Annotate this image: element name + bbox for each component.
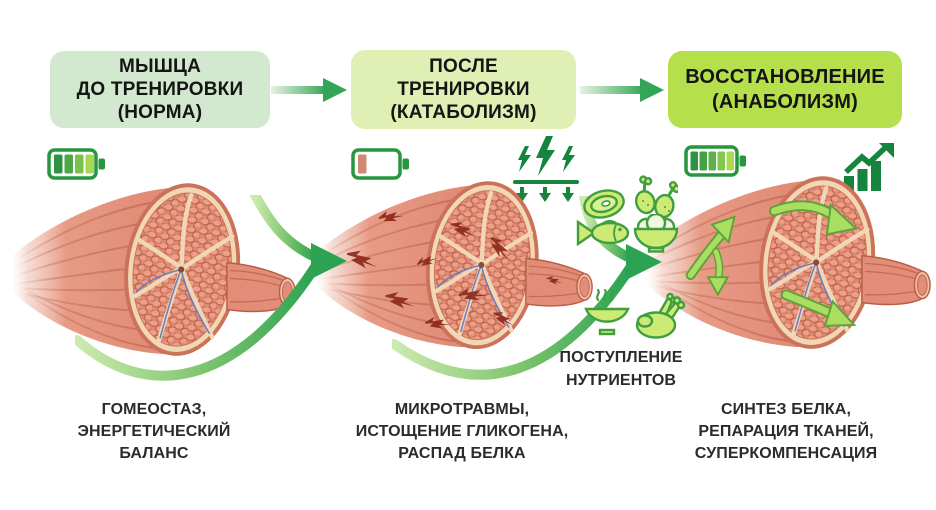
battery-full-icon	[47, 148, 105, 180]
stage-header-after-training: ПОСЛЕ ТРЕНИРОВКИ (КАТАБОЛИЗМ)	[351, 50, 576, 129]
stage-header-line: (КАТАБОЛИЗМ)	[390, 102, 537, 123]
battery-low-icon	[351, 148, 409, 180]
stage-caption-homeostasis: ГОМЕОСТАЗ, ЭНЕРГЕТИЧЕСКИЙ БАЛАНС	[77, 401, 231, 462]
stage-header-line: ТРЕНИРОВКИ	[397, 79, 530, 100]
drumsticks-icon	[634, 175, 678, 219]
header-arrow-icon	[580, 78, 664, 102]
stage-header-line: (АНАБОЛИЗМ)	[712, 90, 858, 113]
stage-header-line: ДО ТРЕНИРОВКИ	[76, 79, 244, 100]
header-arrow-icon	[271, 78, 347, 102]
stage-header-line: (НОРМА)	[117, 102, 203, 123]
stage-header-line: ПОСЛЕ	[429, 56, 498, 77]
soup-bowl-icon	[584, 288, 630, 336]
growth-chart-icon	[844, 143, 894, 191]
stage-caption-supercompensation: СИНТЕЗ БЕЛКА, РЕПАРАЦИЯ ТКАНЕЙ, СУПЕРКОМ…	[694, 401, 878, 462]
roast-chicken-icon	[635, 292, 686, 339]
stage-caption-microtrauma: МИКРОТРАВМЫ, ИСТОЩЕНИЕ ГЛИКОГЕНА, РАСПАД…	[355, 401, 569, 462]
stage-header-line: МЫШЦА	[118, 56, 202, 77]
muscle-recovering-illustration	[640, 170, 932, 360]
rice-bowl-icon	[633, 214, 679, 253]
growth-arrows	[685, 200, 859, 327]
stress-impact-icon	[513, 136, 579, 202]
fish-icon	[576, 219, 630, 247]
nutrients-label: ПОСТУПЛЕНИЕ НУТРИЕНТОВ	[559, 349, 683, 389]
flow-arrow-icon	[75, 195, 347, 381]
stage-header-line: ВОССТАНОВЛЕНИЕ	[685, 65, 885, 88]
battery-full-icon	[684, 145, 746, 177]
stage-header-recovery: ВОССТАНОВЛЕНИЕ (АНАБОЛИЗМ)	[668, 51, 902, 128]
steak-icon	[583, 189, 625, 219]
stage-header-before-training: МЫШЦА ДО ТРЕНИРОВКИ (НОРМА)	[50, 51, 270, 128]
